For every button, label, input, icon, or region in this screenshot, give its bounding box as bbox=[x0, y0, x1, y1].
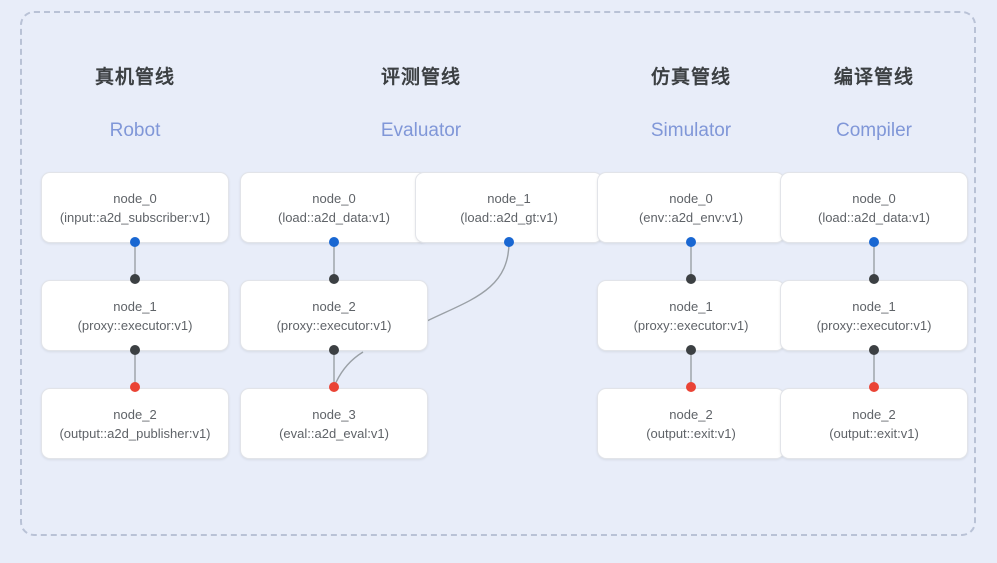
port-input-evaluator-3[interactable] bbox=[329, 382, 339, 392]
node-kind: (output::exit:v1) bbox=[829, 425, 919, 441]
port-output-compiler-0[interactable] bbox=[869, 237, 879, 247]
port-output-compiler-1[interactable] bbox=[869, 345, 879, 355]
port-output-evaluator-0[interactable] bbox=[329, 237, 339, 247]
node-simulator-2[interactable]: node_2 (output::exit:v1) bbox=[597, 388, 785, 459]
node-id: node_3 bbox=[312, 406, 356, 422]
port-input-robot-2[interactable] bbox=[130, 382, 140, 392]
port-output-evaluator-2[interactable] bbox=[329, 345, 339, 355]
node-kind: (load::a2d_data:v1) bbox=[817, 209, 931, 225]
node-id: node_0 bbox=[852, 190, 896, 206]
node-id: node_2 bbox=[852, 406, 896, 422]
node-evaluator-3[interactable]: node_3 (eval::a2d_eval:v1) bbox=[240, 388, 428, 459]
node-id: node_1 bbox=[852, 298, 896, 314]
node-robot-1[interactable]: node_1 (proxy::executor:v1) bbox=[41, 280, 229, 351]
port-input-evaluator-2[interactable] bbox=[329, 274, 339, 284]
port-input-robot-1[interactable] bbox=[130, 274, 140, 284]
port-input-compiler-1[interactable] bbox=[869, 274, 879, 284]
port-output-evaluator-1[interactable] bbox=[504, 237, 514, 247]
port-output-simulator-1[interactable] bbox=[686, 345, 696, 355]
port-input-simulator-1[interactable] bbox=[686, 274, 696, 284]
node-robot-2[interactable]: node_2 (output::a2d_publisher:v1) bbox=[41, 388, 229, 459]
node-kind: (proxy::executor:v1) bbox=[276, 317, 392, 333]
node-compiler-2[interactable]: node_2 (output::exit:v1) bbox=[780, 388, 968, 459]
node-evaluator-0[interactable]: node_0 (load::a2d_data:v1) bbox=[240, 172, 428, 243]
node-kind: (load::a2d_gt:v1) bbox=[460, 209, 558, 225]
node-id: node_2 bbox=[312, 298, 356, 314]
port-output-simulator-0[interactable] bbox=[686, 237, 696, 247]
node-kind: (output::exit:v1) bbox=[646, 425, 736, 441]
node-id: node_2 bbox=[669, 406, 713, 422]
node-kind: (load::a2d_data:v1) bbox=[277, 209, 391, 225]
node-id: node_0 bbox=[669, 190, 713, 206]
port-input-simulator-2[interactable] bbox=[686, 382, 696, 392]
node-kind: (proxy::executor:v1) bbox=[77, 317, 193, 333]
node-id: node_1 bbox=[669, 298, 713, 314]
node-id: node_2 bbox=[113, 406, 157, 422]
node-evaluator-2[interactable]: node_2 (proxy::executor:v1) bbox=[240, 280, 428, 351]
node-kind: (input::a2d_subscriber:v1) bbox=[59, 209, 211, 225]
node-compiler-0[interactable]: node_0 (load::a2d_data:v1) bbox=[780, 172, 968, 243]
node-simulator-0[interactable]: node_0 (env::a2d_env:v1) bbox=[597, 172, 785, 243]
node-kind: (output::a2d_publisher:v1) bbox=[59, 425, 211, 441]
node-kind: (proxy::executor:v1) bbox=[816, 317, 932, 333]
node-evaluator-1[interactable]: node_1 (load::a2d_gt:v1) bbox=[415, 172, 603, 243]
node-id: node_1 bbox=[113, 298, 157, 314]
node-id: node_1 bbox=[487, 190, 531, 206]
node-robot-0[interactable]: node_0 (input::a2d_subscriber:v1) bbox=[41, 172, 229, 243]
port-input-compiler-2[interactable] bbox=[869, 382, 879, 392]
port-output-robot-1[interactable] bbox=[130, 345, 140, 355]
node-simulator-1[interactable]: node_1 (proxy::executor:v1) bbox=[597, 280, 785, 351]
node-id: node_0 bbox=[113, 190, 157, 206]
node-kind: (eval::a2d_eval:v1) bbox=[279, 425, 389, 441]
node-kind: (env::a2d_env:v1) bbox=[638, 209, 744, 225]
port-output-robot-0[interactable] bbox=[130, 237, 140, 247]
node-id: node_0 bbox=[312, 190, 356, 206]
node-compiler-1[interactable]: node_1 (proxy::executor:v1) bbox=[780, 280, 968, 351]
node-kind: (proxy::executor:v1) bbox=[633, 317, 749, 333]
